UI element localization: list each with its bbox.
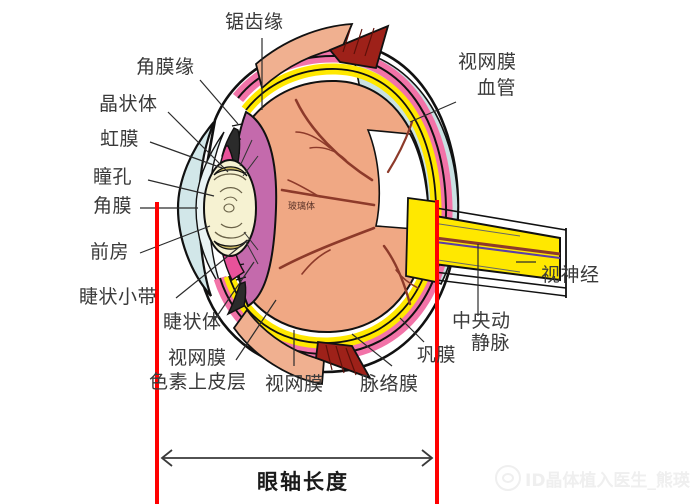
label-rpe-line2: 色素上皮层 — [149, 371, 247, 393]
leader-lines — [139, 38, 536, 367]
extraocular-muscle-superior — [254, 23, 390, 90]
label-vitreous-body: 玻璃体 — [288, 202, 316, 212]
label-ora-serrata: 锯齿缘 — [225, 11, 284, 33]
axial-length-measure — [155, 200, 439, 504]
weibo-watermark: ID晶体植入医生_熊瑛 — [495, 465, 690, 491]
label-central-vessels-line2: 静脉 — [471, 332, 511, 354]
label-rpe-line1: 视网膜 — [168, 347, 227, 369]
label-retinal-vessel-line2: 血管 — [477, 77, 517, 99]
label-anterior-chamber: 前房 — [90, 241, 130, 263]
watermark-text: ID晶体植入医生_熊瑛 — [525, 470, 690, 491]
label-cornea: 角膜 — [93, 195, 133, 217]
label-optic-nerve: 视神经 — [541, 264, 600, 286]
label-zonules: 睫状小带 — [79, 286, 158, 308]
label-pupil: 瞳孔 — [93, 166, 133, 188]
weibo-icon — [495, 465, 521, 491]
label-ciliary-body: 睫状体 — [163, 311, 222, 333]
label-choroid: 脉络膜 — [360, 373, 419, 395]
label-iris: 虹膜 — [100, 128, 140, 150]
label-lens: 晶状体 — [99, 93, 158, 115]
label-retina: 视网膜 — [265, 373, 324, 395]
label-sclera: 巩膜 — [417, 344, 457, 366]
label-limbus: 角膜缘 — [136, 56, 195, 78]
lens-shape — [203, 159, 257, 257]
zonule-fibers — [239, 139, 259, 265]
label-axial-length: 眼轴长度 — [257, 470, 349, 494]
label-central-vessels-line1: 中央动 — [452, 310, 511, 332]
retinal-vessels — [278, 98, 419, 306]
label-retinal-vessel-line1: 视网膜 — [458, 51, 517, 73]
